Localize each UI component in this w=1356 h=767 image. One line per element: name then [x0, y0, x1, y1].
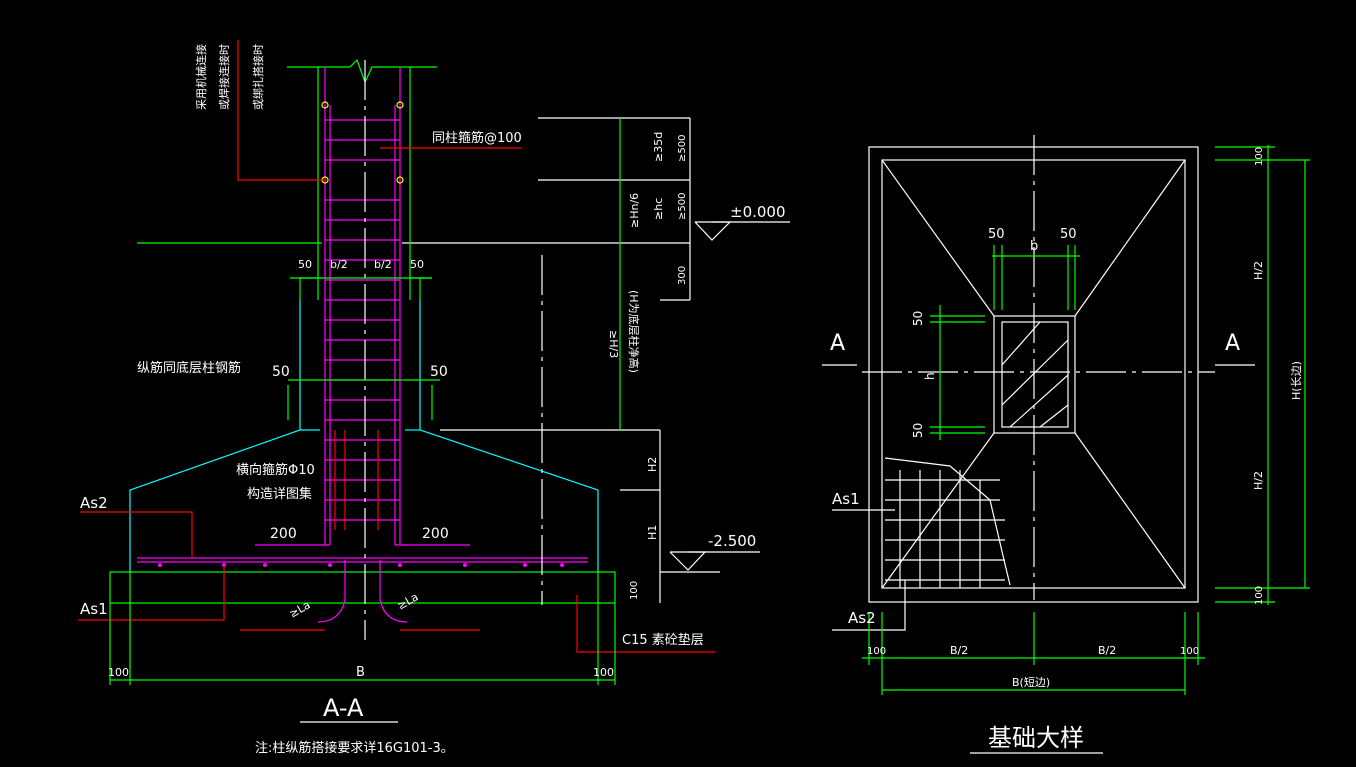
footing-outline [129, 300, 599, 572]
section-note: 注:柱纵筋搭接要求详16G101-3。 [255, 740, 454, 756]
dim-h3: ≥H/3 [607, 330, 620, 358]
elevation-mark-bottom [660, 551, 760, 573]
top-dim-2: b/2 [330, 258, 348, 271]
plan-as2-label: As2 [848, 609, 876, 627]
stirrup-label: 同柱箍筋@100 [432, 130, 522, 146]
splice-note-2: 或焊接连接时 [217, 44, 231, 110]
elevation-bottom-label: -2.500 [708, 532, 756, 550]
concrete-pad [109, 571, 616, 604]
dim-h1: H1 [646, 525, 659, 540]
pad-label: C15 素砼垫层 [622, 632, 704, 648]
plan-section-mark-right: A [1225, 331, 1240, 356]
dim-500b: ≥500 [677, 193, 688, 220]
plan-bottom-dim-mid2: B/2 [1098, 644, 1116, 657]
dim-300: 300 [677, 266, 688, 285]
footing-dim-left: 200 [270, 526, 297, 542]
plan-bottom-dim-mid1: B/2 [950, 644, 968, 657]
plan-title: 基础大样 [988, 724, 1084, 752]
dim-35d: ≥35d [652, 132, 665, 162]
anchor-left: ≥La [287, 598, 313, 620]
plan-top-dim-3: 50 [1060, 227, 1077, 242]
as1-label: As1 [80, 600, 108, 618]
plan-view [822, 135, 1310, 754]
splice-note-1: 采用机械连接 [194, 44, 208, 110]
neck-dim-left: 50 [272, 364, 290, 380]
dim-pad: 100 [629, 581, 640, 600]
dim-h3-note: (H为底层柱净高) [627, 290, 641, 373]
as2-label: As2 [80, 494, 108, 512]
plan-right-dim-bottom: 100 [1254, 586, 1265, 605]
plan-as1-label: As1 [832, 490, 860, 508]
dim-hn6: ≥Hn/6 [628, 193, 641, 228]
neck-dim-right: 50 [430, 364, 448, 380]
plan-rebar-mesh [884, 457, 1011, 588]
plan-side-dim-3: 50 [911, 423, 925, 438]
plan-leaders [832, 509, 906, 631]
section-texts: 采用机械连接 或焊接连接时 或绑扎搭接时 同柱箍筋@100 纵筋同底层柱钢筋 横… [80, 44, 786, 756]
dim-500a: ≥500 [677, 135, 688, 162]
plan-side-dim-2: h [923, 372, 937, 380]
splice-note-3: 或绑扎搭接时 [251, 44, 265, 110]
elevation-mark-top [694, 221, 790, 241]
plan-right-dim-lower: H/2 [1252, 471, 1265, 490]
elevation-top-label: ±0.000 [730, 203, 786, 221]
plan-top-dim-2: b [1030, 239, 1038, 254]
top-dim-4: 50 [410, 258, 424, 271]
splice-markers [321, 101, 404, 184]
anchor-hooks [317, 560, 408, 623]
dim-h2: H2 [646, 457, 659, 472]
transverse-label: 横向箍筋Φ10 [236, 462, 315, 478]
plan-bottom-dim-total: B(短边) [1012, 675, 1050, 689]
plan-texts: A A 50 b 50 50 h 50 100 H/2 H/2 100 H(长边… [830, 147, 1303, 752]
plan-top-dim-1: 50 [988, 227, 1005, 242]
section-view [78, 40, 790, 723]
section-title: A-A [323, 694, 364, 722]
bar-dots [158, 563, 564, 567]
plan-centerlines [862, 135, 1215, 600]
plan-right-dim-total: H(长边) [1290, 361, 1303, 400]
top-dim-1: 50 [298, 258, 312, 271]
anchor-right: ≥La [395, 590, 421, 612]
bottom-dim-mid: B [356, 665, 365, 680]
column-outline [287, 58, 437, 300]
top-dim-3: b/2 [374, 258, 392, 271]
leader-lines [78, 40, 715, 653]
green-dims [109, 118, 621, 685]
footing-dim-right: 200 [422, 526, 449, 542]
plan-right-dim-top: 100 [1254, 147, 1265, 166]
plan-section-mark-left: A [830, 331, 845, 356]
detail-ref: 构造详图集 [247, 486, 312, 502]
bottom-dim-left: 100 [108, 666, 129, 679]
plan-side-dim-1: 50 [911, 311, 925, 326]
centerline [364, 60, 543, 640]
dimension-lines [440, 117, 691, 603]
plan-right-dim-upper: H/2 [1252, 261, 1265, 280]
plan-bottom-dim-right: 100 [1180, 646, 1199, 657]
column-bars [137, 67, 588, 563]
bottom-dim-right: 100 [593, 666, 614, 679]
plan-column [1001, 321, 1069, 428]
plan-bottom-dim-left: 100 [867, 646, 886, 657]
dim-hc: ≥hc [652, 198, 665, 220]
dowel-label: 纵筋同底层柱钢筋 [137, 360, 241, 376]
plan-dim-lines [862, 145, 1310, 695]
